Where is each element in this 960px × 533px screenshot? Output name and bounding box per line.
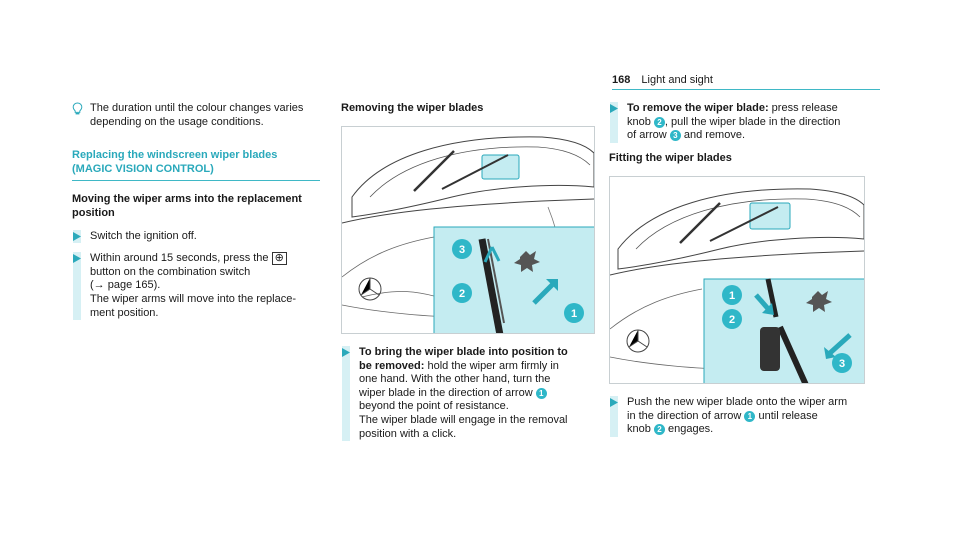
step-press-button: Within around 15 seconds, press the ⊕ bu…	[72, 252, 320, 321]
figure-label: 3	[459, 244, 465, 256]
removing-heading: Removing the wiper blades	[341, 102, 484, 114]
step-text: until release	[755, 409, 818, 422]
knob-badge: 2	[653, 116, 665, 128]
knob-badge: 2	[653, 424, 665, 436]
step-text: knob	[627, 423, 651, 436]
column-middle-steps: To bring the wiper blade into position t…	[341, 346, 595, 442]
figure-label: 3	[839, 358, 845, 370]
note-text: The duration until the colour changes va…	[90, 102, 304, 128]
step-text: Push the new wiper blade onto the wiper …	[627, 396, 848, 408]
step-text: hold the wiper arm firmly in	[424, 359, 559, 372]
subheading-line1: Moving the wiper arms into the replaceme…	[72, 193, 302, 206]
step-text: beyond the point of resistance.	[359, 400, 509, 413]
info-note: The duration until the colour changes va…	[72, 102, 320, 129]
step-remove-blade: To remove the wiper blade: press release…	[609, 102, 865, 143]
page-header: 168 Light and sight	[612, 74, 713, 88]
step-text: The wiper arms will move into the replac…	[90, 292, 297, 305]
step-bring-into-position: To bring the wiper blade into position t…	[341, 346, 595, 442]
step-arrow-icon	[610, 398, 618, 407]
step-text: of arrow	[627, 129, 667, 142]
step-ignition-off: Switch the ignition off.	[72, 229, 320, 244]
column-left: The duration until the colour changes va…	[72, 102, 320, 321]
step-text: position with a click.	[359, 427, 457, 440]
arrow-badge: 1	[535, 387, 547, 399]
step-text: one hand. With the other hand, turn the	[359, 373, 551, 386]
figure-fit-wiper: 1 2 3	[609, 176, 865, 384]
page-number: 168	[612, 74, 631, 86]
step-text: engages.	[664, 423, 714, 436]
page-reference: (→ page 165).	[90, 279, 161, 292]
step-text: and remove.	[680, 129, 746, 142]
figure-remove-wiper: 3 2 1	[341, 126, 595, 334]
arrow-badge: 3	[669, 130, 681, 142]
step-arrow-icon	[73, 231, 81, 241]
step-text: ment position.	[90, 306, 159, 319]
step-text: Switch the ignition off.	[90, 229, 197, 242]
column-middle: Removing the wiper blades	[341, 102, 595, 116]
section-name: Light and sight	[641, 74, 713, 86]
subheading-line2: position	[72, 206, 115, 219]
column-right: To remove the wiper blade: press release…	[609, 102, 865, 165]
step-text: , pull the wiper blade in the direction	[664, 115, 841, 128]
step-arrow-icon	[610, 104, 618, 113]
step-bold: be removed:	[359, 359, 425, 372]
step-arrow-icon	[342, 348, 350, 357]
step-text: The wiper blade will engage in the remov…	[359, 413, 568, 426]
section-title-line2: (MAGIC VISION CONTROL)	[72, 162, 214, 175]
section-title-line1: Replacing the windscreen wiper blades	[72, 149, 278, 162]
step-text: wiper blade in the direction of arrow	[359, 386, 533, 399]
car-wiper-illustration: 3 2 1	[342, 136, 594, 333]
step-arrow-icon	[73, 254, 81, 264]
info-icon	[72, 102, 83, 115]
figure-label: 1	[571, 308, 577, 320]
step-text: knob	[627, 115, 651, 128]
step-text: press release	[768, 102, 838, 114]
subheading: Moving the wiper arms into the replaceme…	[72, 193, 320, 220]
step-bold: To remove the wiper blade:	[627, 102, 769, 114]
column-right-steps: Push the new wiper blade onto the wiper …	[609, 396, 865, 437]
step-push-blade: Push the new wiper blade onto the wiper …	[609, 396, 865, 437]
step-text: in the direction of arrow	[627, 409, 742, 422]
car-wiper-illustration: 1 2 3	[610, 188, 864, 383]
step-text: button on the combination switch	[90, 265, 251, 278]
fitting-heading: Fitting the wiper blades	[609, 151, 732, 164]
arrow-badge: 1	[744, 410, 756, 422]
section-title: Replacing the windscreen wiper blades (M…	[72, 149, 320, 182]
figure-label: 2	[729, 314, 735, 326]
wiper-button-icon: ⊕	[271, 252, 287, 266]
step-text: Within around 15 seconds, press the	[90, 252, 269, 265]
figure-label: 2	[459, 288, 465, 300]
figure-label: 1	[729, 290, 735, 302]
step-bold: To bring the wiper blade into position t…	[359, 346, 568, 358]
header-rule	[612, 89, 880, 90]
